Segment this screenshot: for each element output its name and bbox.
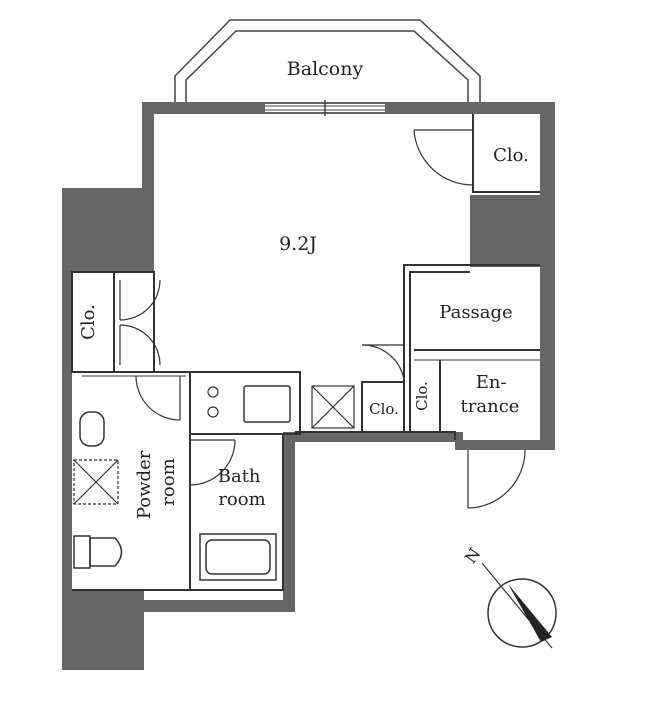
compass-circle-icon — [487, 578, 557, 648]
passage-label: Passage — [439, 302, 512, 323]
closet-small-label: Clo. — [369, 400, 399, 418]
stove-icon — [207, 386, 219, 418]
wash-basin-icon — [79, 411, 105, 447]
north-label: N — [461, 545, 485, 567]
sink-icon — [243, 385, 291, 423]
bathtub-icon — [199, 533, 277, 581]
washer-space-icon — [73, 459, 119, 505]
toilet-icon — [73, 535, 123, 569]
exterior-walls — [62, 102, 555, 670]
closet-rotated-label: Clo. — [413, 381, 431, 411]
door-swings — [119, 129, 526, 509]
balcony-label: Balcony — [287, 58, 364, 80]
fridge-space-icon — [311, 385, 355, 429]
main-room-label: 9.2J — [279, 233, 317, 255]
powder-room-label: Powder room — [134, 445, 179, 519]
compass-needle-icon — [508, 584, 552, 642]
balcony-outline — [174, 19, 481, 102]
compass: N — [461, 545, 557, 649]
closet-top-right-label: Clo. — [493, 145, 529, 166]
interior-walls — [71, 114, 540, 591]
closet-left-label: Clo. — [78, 304, 99, 340]
window — [265, 100, 385, 116]
bath-room-label: Bath room — [218, 466, 267, 510]
entrance-label: En- trance — [461, 372, 520, 417]
